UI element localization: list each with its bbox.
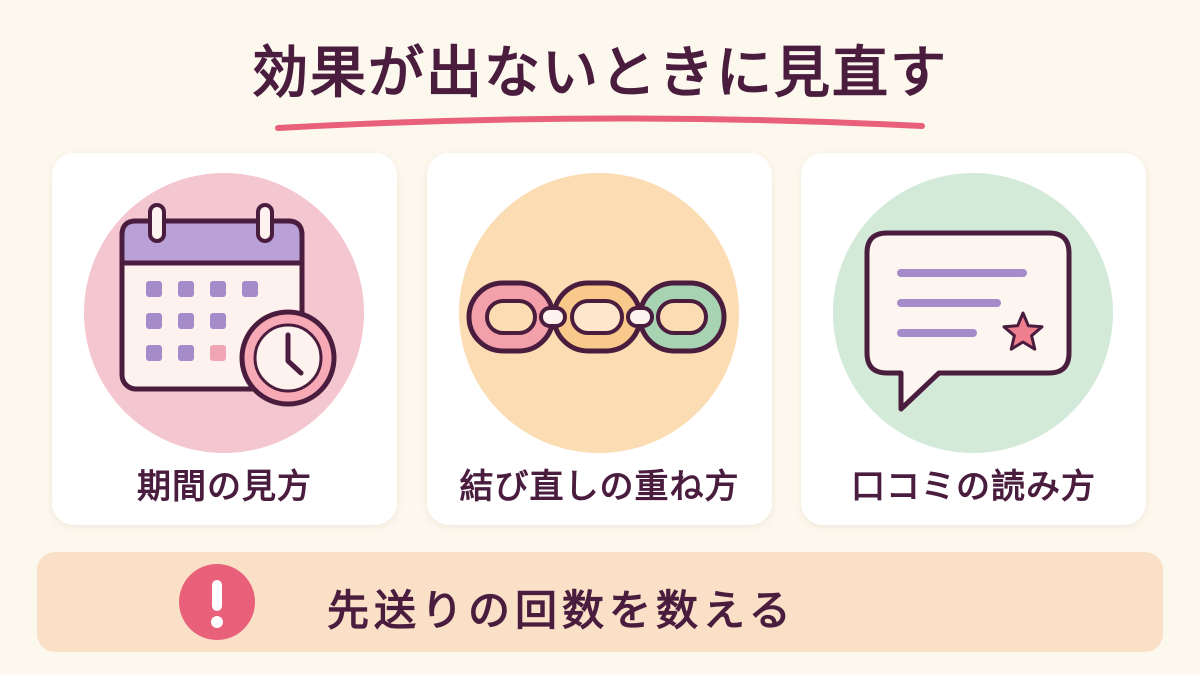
card-period: 期間の見方 (52, 153, 397, 525)
card-label: 期間の見方 (137, 467, 312, 507)
exclamation-icon (179, 564, 255, 640)
bottom-banner: 先送りの回数を数える (37, 552, 1163, 652)
review-bubble-star-icon (864, 230, 1072, 412)
title-underline (275, 115, 925, 131)
card-retie: 結び直しの重ね方 (427, 153, 772, 525)
page-title: 効果が出ないときに見直す (252, 41, 948, 106)
bottom-banner-text: 先送りの回数を数える (327, 586, 796, 635)
calendar-clock-icon (119, 203, 337, 407)
card-label: 口コミの読み方 (851, 467, 1096, 507)
chain-links-icon (466, 280, 727, 354)
card-reviews: 口コミの読み方 (801, 153, 1146, 525)
card-label: 結び直しの重ね方 (459, 467, 740, 507)
